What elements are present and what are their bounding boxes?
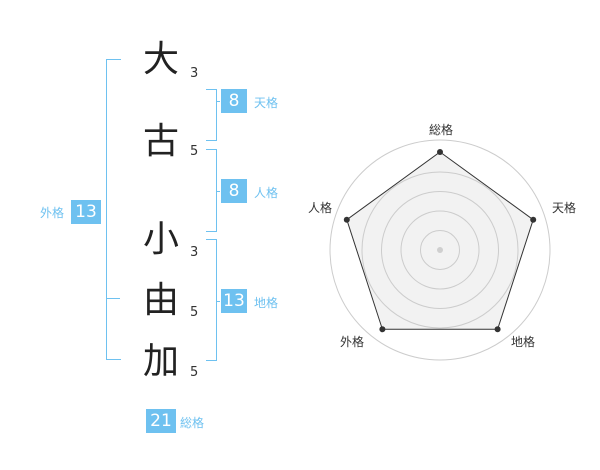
name-char-1: 大: [143, 39, 180, 80]
tenkaku-bracket-tick: [216, 101, 220, 102]
soukaku-label: 総格: [180, 416, 205, 430]
tenkaku-value: 8: [221, 89, 247, 113]
stroke-count-1: 3: [190, 66, 199, 81]
stroke-count-3: 3: [190, 245, 199, 260]
gaikaku-value: 13: [71, 200, 101, 224]
gaikaku-bracket-tick: [106, 298, 120, 299]
radar-point-2: [494, 326, 501, 333]
radar-points: [343, 149, 537, 333]
radar-axis-label-tenkaku: 天格: [552, 200, 576, 215]
radar-axis-label-gaikaku: 外格: [340, 334, 364, 349]
gaikaku-bracket: [106, 59, 121, 360]
radar-axis-label-jinkaku: 人格: [308, 200, 332, 215]
radar-axis-label-soukaku: 総格: [429, 122, 453, 137]
name-char-3: 小: [143, 219, 180, 260]
chikaku-bracket-tick: [216, 301, 220, 302]
gaikaku-label: 外格: [40, 206, 65, 220]
soukaku-value: 21: [146, 409, 176, 433]
name-char-5: 加: [143, 341, 180, 382]
radar-center-dot: [437, 247, 443, 253]
radar-point-3: [379, 326, 386, 333]
radar-point-4: [343, 216, 350, 223]
radar-point-0: [437, 149, 443, 155]
stroke-count-5: 5: [190, 365, 199, 380]
radar-ring: [400, 210, 480, 290]
radar-point-1: [530, 216, 537, 223]
radar-axis-label-chikaku: 地格: [511, 334, 535, 349]
tenkaku-label: 天格: [254, 96, 279, 110]
stroke-count-4: 5: [190, 305, 199, 320]
radar-ring: [420, 230, 460, 270]
radar-ring: [381, 191, 499, 309]
radar-polygon: [346, 151, 534, 330]
chikaku-bracket: [206, 239, 217, 361]
chikaku-label: 地格: [254, 296, 279, 310]
jinkaku-value: 8: [221, 179, 247, 203]
jinkaku-bracket: [206, 149, 217, 232]
name-char-4: 由: [143, 280, 180, 321]
tenkaku-bracket: [206, 89, 217, 141]
chikaku-value: 13: [221, 289, 247, 313]
jinkaku-label: 人格: [254, 186, 279, 200]
name-char-2: 古: [143, 121, 180, 162]
stroke-count-2: 5: [190, 144, 199, 159]
radar-ring: [361, 171, 519, 329]
jinkaku-bracket-tick: [216, 191, 220, 192]
